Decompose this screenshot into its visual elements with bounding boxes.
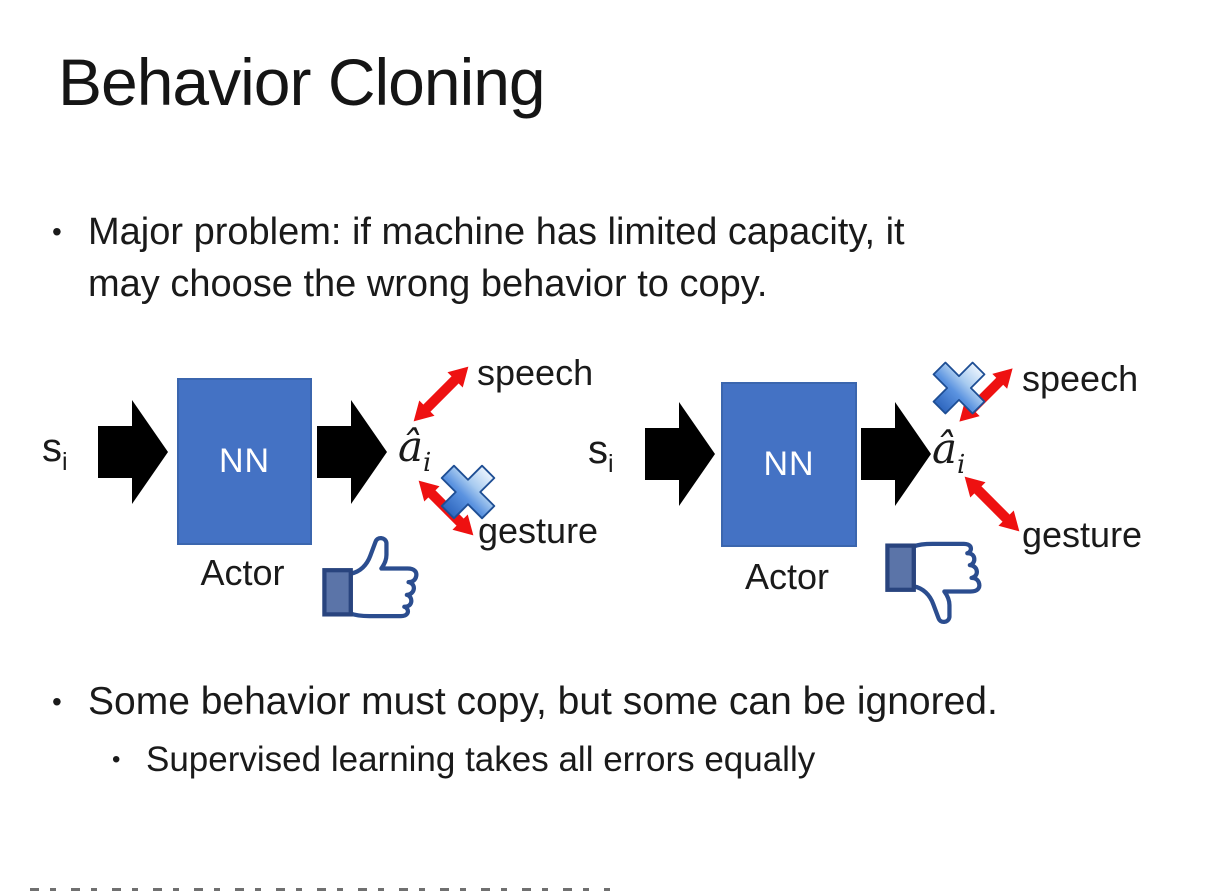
left-speech-label: speech [477, 352, 594, 393]
right-output-arrow-icon [861, 402, 931, 506]
left-output-base: â [398, 422, 424, 471]
right-output-subscript: i [957, 450, 966, 480]
right-actor-label: Actor [744, 556, 830, 597]
left-actor-label: Actor [200, 552, 285, 593]
left-input-subscript: i [62, 448, 68, 476]
left-input-arrow-icon [98, 400, 168, 504]
right-nn-label: NN [763, 445, 815, 483]
right-gesture-label: gesture [1022, 514, 1143, 555]
right-gesture-double-arrow-icon [964, 476, 1020, 532]
left-nn-box: NN [177, 378, 312, 545]
bullet-marker: • [52, 686, 62, 717]
cropped-text-dashes [30, 888, 610, 891]
bullet-major-problem-line1: Major problem: if machine has limited ca… [88, 211, 905, 253]
left-output-action-label: âi [398, 422, 431, 478]
right-cross-out-icon [932, 361, 986, 415]
thumbs-down-icon [885, 541, 982, 625]
bullet-supervised-text: Supervised learning takes all errors equ… [146, 740, 816, 779]
bullet-marker: • [52, 216, 62, 247]
slide-title: Behavior Cloning [58, 45, 546, 119]
bullet-major-problem-line2: may choose the wrong behavior to copy. [88, 263, 768, 305]
right-input-state-label: si [588, 428, 614, 478]
right-input-subscript: i [608, 450, 614, 478]
bullet-major-problem-text: Major problem: if machine has limited ca… [88, 206, 905, 310]
left-output-arrow-icon [317, 400, 387, 504]
right-speech-label: speech [1022, 358, 1139, 399]
left-gesture-label: gesture [478, 510, 599, 551]
left-input-state-label: si [42, 426, 68, 476]
left-input-base: s [42, 426, 62, 470]
bullet-copy-ignore-text: Some behavior must copy, but some can be… [88, 680, 998, 723]
bullet-marker: • [112, 746, 121, 773]
right-input-base: s [588, 428, 608, 472]
bullet-copy-ignore: • Some behavior must copy, but some can … [52, 676, 1172, 728]
left-output-subscript: i [423, 448, 432, 478]
left-nn-label: NN [218, 442, 271, 480]
bullet-supervised: • Supervised learning takes all errors e… [112, 736, 1132, 784]
right-output-base: â [932, 424, 958, 473]
left-speech-double-arrow-icon [413, 366, 469, 422]
left-cross-out-icon [440, 464, 496, 520]
right-output-action-label: âi [932, 424, 965, 480]
right-nn-box: NN [721, 382, 857, 547]
right-input-arrow-icon [645, 402, 715, 506]
thumbs-up-icon [322, 535, 419, 619]
bullet-major-problem: • Major problem: if machine has limited … [52, 206, 1132, 310]
